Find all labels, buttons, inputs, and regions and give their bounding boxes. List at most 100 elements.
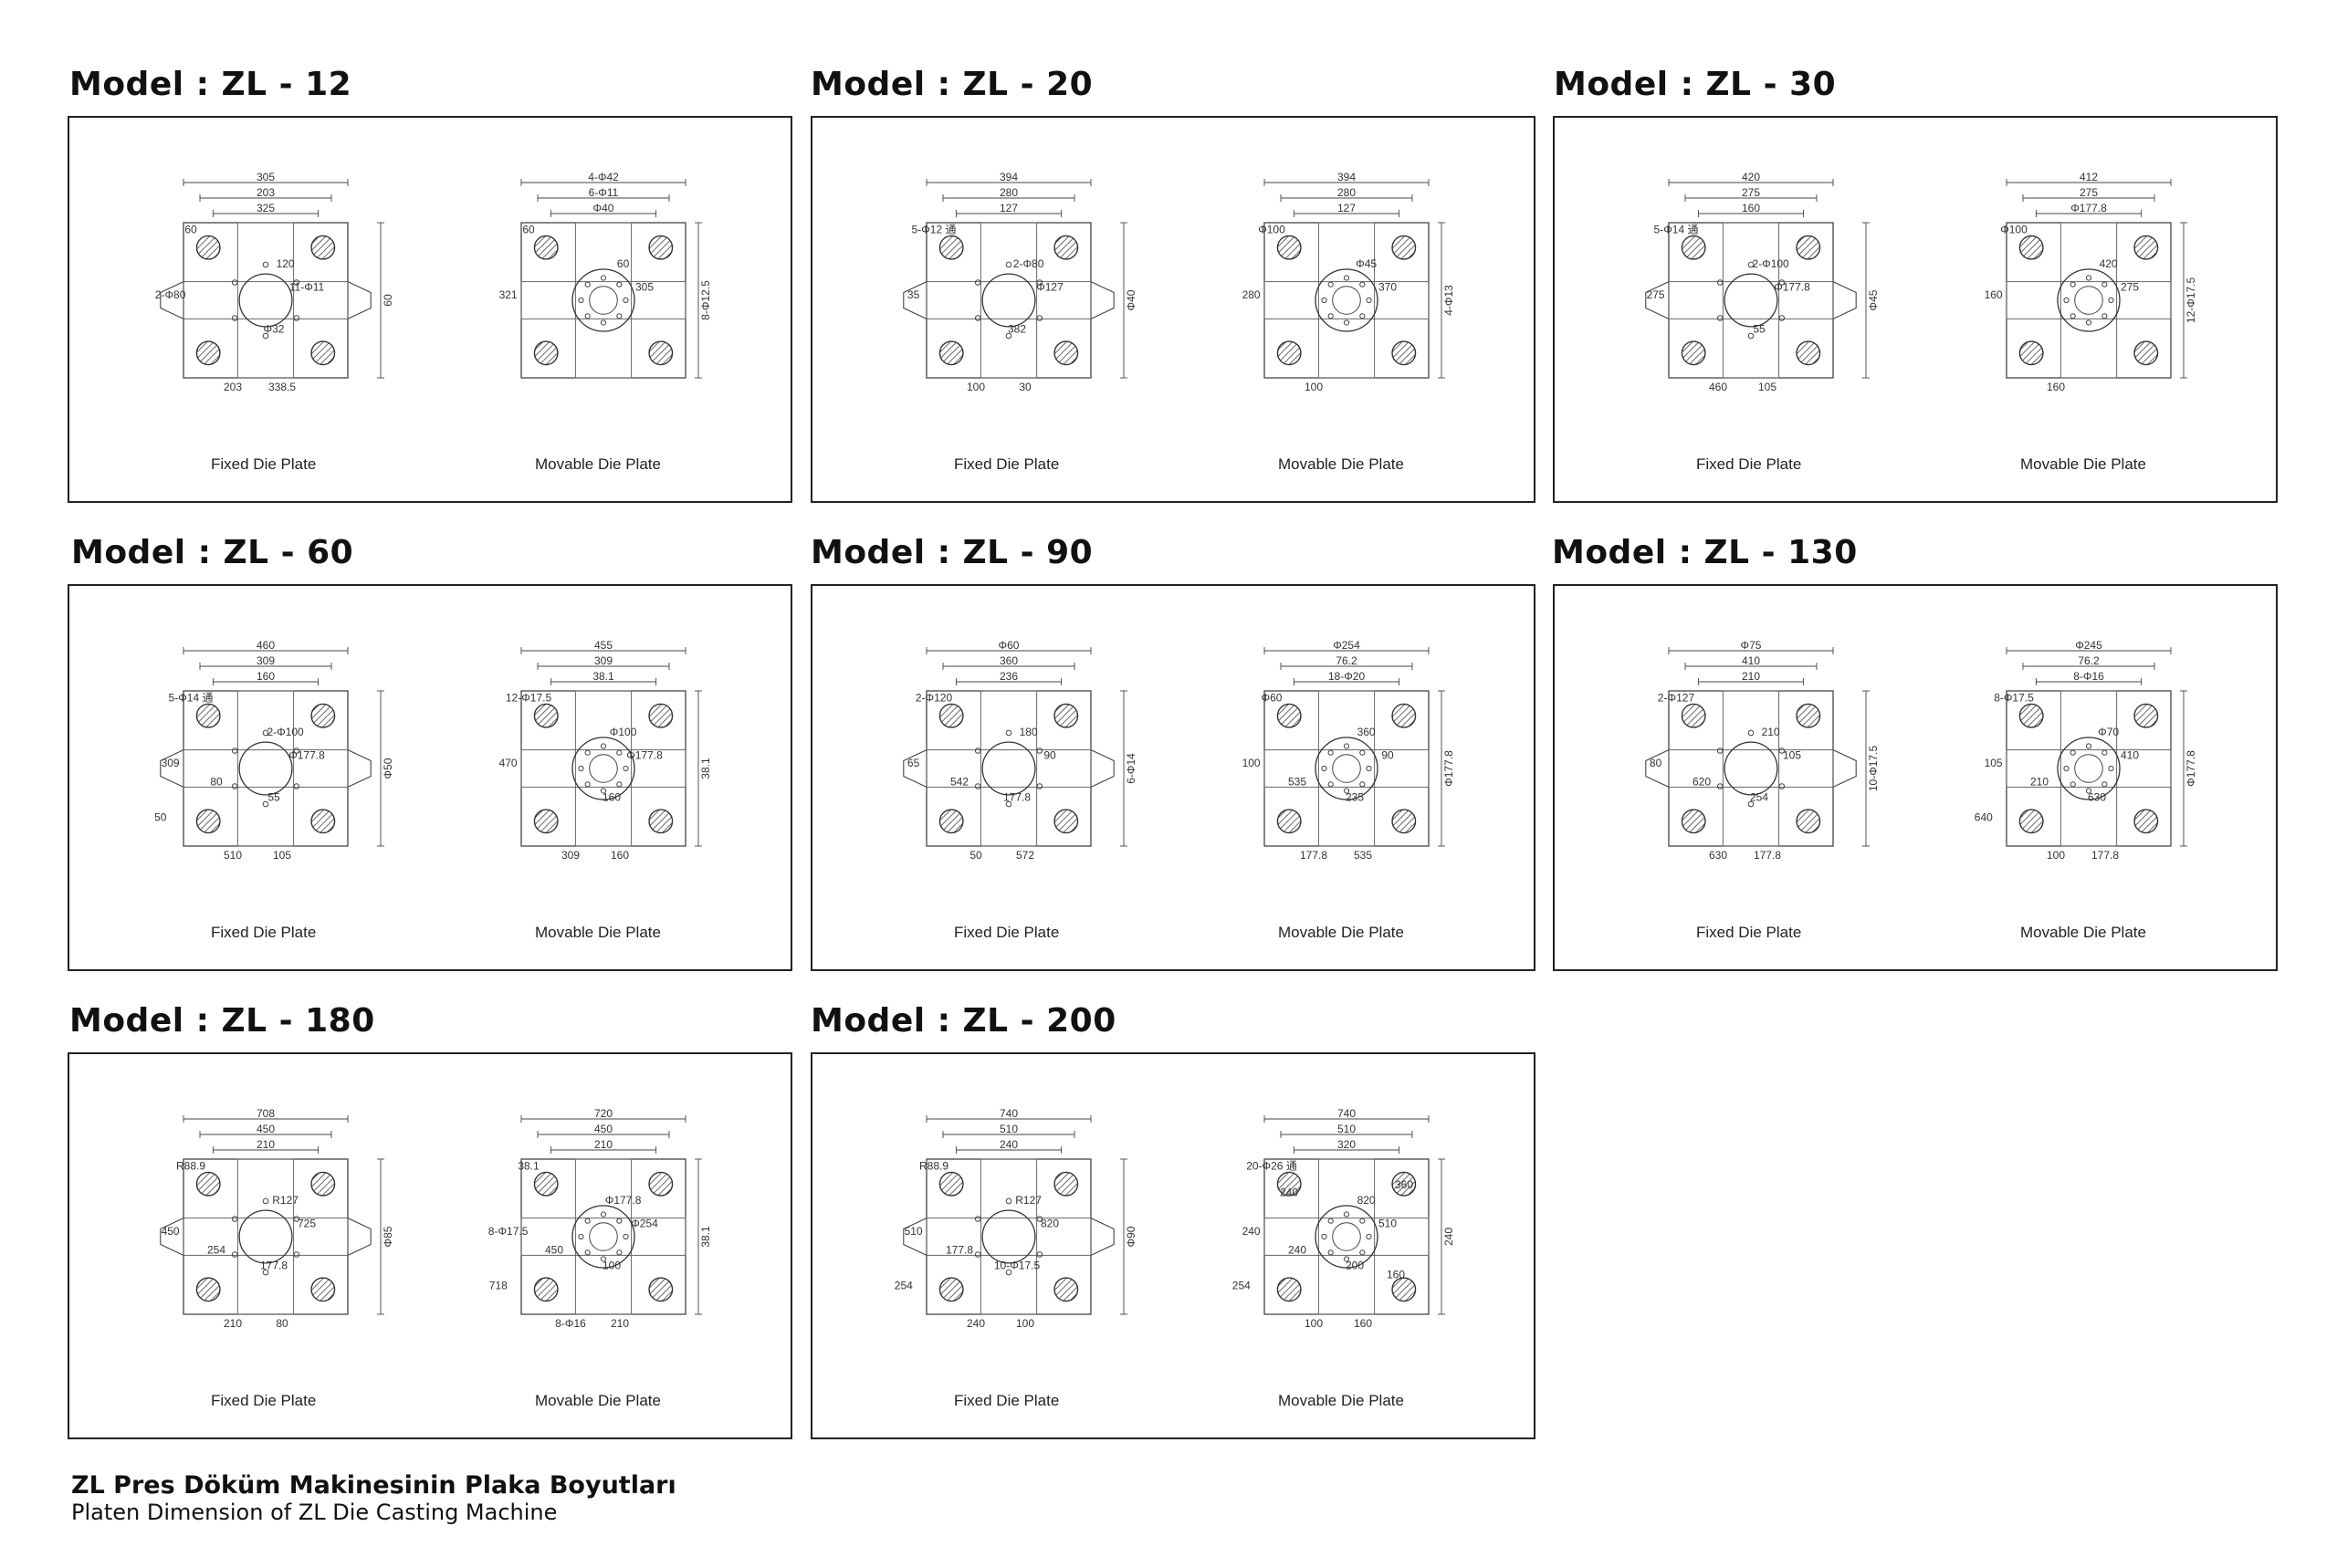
dimension-label: 60	[184, 224, 197, 236]
tie-bar-hole	[648, 703, 674, 728]
dimension-label: 105	[273, 849, 291, 862]
dimension-label: 100	[1242, 757, 1261, 769]
dimension-label: 12-Φ17.5	[2185, 277, 2197, 324]
tie-bar-hole	[1276, 1277, 1302, 1302]
side-lug	[1832, 749, 1857, 788]
dimension-label: 38.1	[592, 670, 614, 683]
tie-bar-hole	[533, 703, 559, 728]
bolt-hole	[584, 749, 591, 756]
side-lug	[347, 1218, 372, 1256]
dimension-label: 275	[1742, 186, 1760, 199]
side-lug	[160, 1218, 184, 1256]
vertical-rib	[236, 690, 295, 847]
dimension-label: 640	[1975, 811, 1993, 824]
dimension-label: 2-Φ80	[155, 288, 186, 301]
dimension-label: 460	[257, 639, 275, 652]
model-title-zl-20: Model : ZL - 20	[811, 66, 1094, 103]
dimension-label: 320	[1337, 1138, 1356, 1151]
dimension-label: 8-Φ16	[2073, 670, 2104, 683]
dimension-label: 5-Φ12 通	[912, 224, 957, 236]
dimension-label: 76.2	[2078, 654, 2100, 667]
dimension-label: 100	[1016, 1317, 1034, 1330]
dimension-label: 4-Φ13	[1442, 285, 1455, 316]
center-bore	[981, 1209, 1036, 1264]
tie-bar-hole	[533, 1277, 559, 1302]
dimension-label: 382	[1008, 322, 1026, 335]
dimension-label: 160	[603, 790, 621, 803]
dimension-label: 360	[1357, 726, 1376, 738]
dimension-label: 6-Φ11	[589, 186, 619, 199]
bolt-hole	[1327, 313, 1334, 319]
vertical-rib	[574, 690, 633, 847]
dimension-label: 203	[257, 186, 275, 199]
ejector-circle	[1332, 754, 1361, 783]
tie-bar-hole	[2018, 703, 2044, 728]
bolt-hole	[1716, 315, 1724, 321]
bolt-hole	[616, 749, 623, 756]
dimension-label: 254	[207, 1243, 225, 1256]
bolt-hole	[1327, 781, 1334, 788]
dimension-label: 100	[967, 381, 985, 393]
dimension-label: 254	[1750, 790, 1768, 803]
vertical-rib	[1317, 222, 1376, 379]
bolt-hole	[578, 1233, 584, 1240]
tie-bar-hole	[533, 809, 559, 834]
vertical-rib	[574, 222, 633, 379]
dimension-label: 210	[224, 1317, 242, 1330]
bolt-hole	[974, 1216, 981, 1222]
dimension-label: R127	[272, 1194, 299, 1207]
dimension-label: 160	[611, 849, 629, 862]
model-title-zl-90: Model : ZL - 90	[811, 534, 1094, 571]
bolt-hole	[1036, 1251, 1043, 1258]
side-lug	[160, 749, 184, 788]
dimension-label: 10-Φ17.5	[1867, 746, 1880, 792]
dimension-label: 177.8	[946, 1243, 973, 1256]
fixed-die-plate-caption: Fixed Die Plate	[954, 455, 1060, 473]
tie-bar-hole	[1391, 1277, 1417, 1302]
model-title-zl-180: Model : ZL - 180	[69, 1002, 375, 1040]
vertical-rib	[236, 1158, 295, 1315]
bolt-hole	[616, 281, 623, 287]
bolt-hole	[578, 765, 584, 772]
dimension-label: 460	[1709, 381, 1727, 393]
dimension-label: 360	[1000, 654, 1018, 667]
bolt-hole	[1359, 313, 1366, 319]
movable-die-plate-caption: Movable Die Plate	[1278, 924, 1404, 941]
vertical-rib	[1317, 1158, 1376, 1315]
center-bore	[238, 273, 293, 328]
dimension-lines	[520, 1115, 702, 1315]
tie-bar-hole	[1053, 809, 1079, 834]
dimension-lines	[1668, 647, 1870, 847]
dimension-label: Φ45	[1356, 257, 1377, 270]
dimension-label: Φ177.8	[626, 749, 663, 762]
dimension-label: 510	[224, 849, 242, 862]
dimension-label: 210	[1742, 670, 1760, 683]
dimension-label: 65	[907, 757, 920, 769]
dimension-label: 370	[1378, 281, 1397, 294]
dimension-label: 105	[1985, 757, 2003, 769]
dimension-label: 630	[2088, 790, 2106, 803]
bolt-hole	[1036, 1216, 1043, 1222]
bolt-hole	[616, 781, 623, 788]
dimension-label: 105	[1758, 381, 1776, 393]
dimension-label: 280	[1337, 186, 1356, 199]
vertical-rib	[980, 1158, 1038, 1315]
horizontal-rib	[926, 749, 1092, 788]
dimension-label: 321	[499, 288, 518, 301]
ejector-circle	[589, 286, 618, 315]
bolt-hole	[623, 1233, 629, 1240]
tie-bar-hole	[533, 1171, 559, 1197]
dimension-label: Φ45	[1867, 289, 1880, 310]
horizontal-rib	[926, 1218, 1092, 1256]
dimension-label: 8-Φ17.5	[1994, 692, 2034, 705]
bolt-hole	[1747, 261, 1755, 268]
dimension-label: Φ177.8	[2185, 750, 2197, 787]
dimension-label: 630	[1709, 849, 1727, 862]
dimension-label: 177.8	[1003, 790, 1031, 803]
